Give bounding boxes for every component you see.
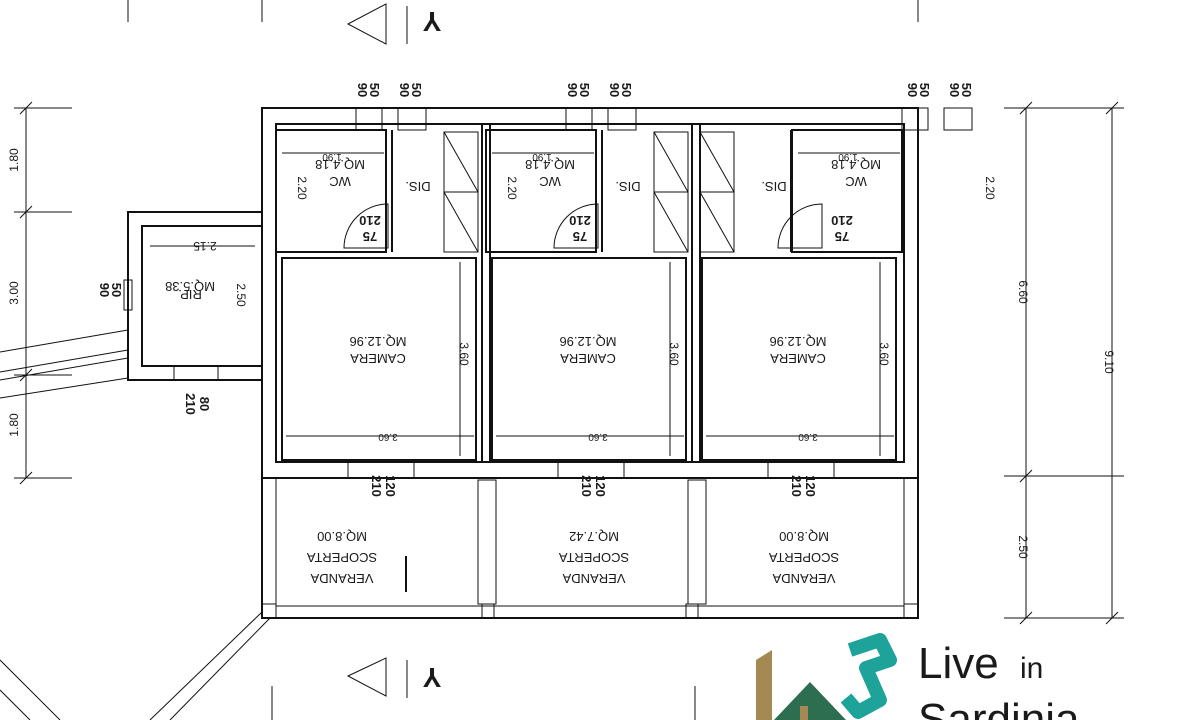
window-b-1: 90 [947,83,962,97]
window-a-2: 50 [577,83,592,97]
entry-dim-2: 120 [383,475,398,497]
veranda-line2: SCOPERTA [769,550,840,565]
north-marker-bottom: Y [422,662,441,693]
camera-area: MQ.12.96 [349,334,406,349]
logo-in-text: in [1020,652,1043,685]
entry-dim-2: 120 [803,475,818,497]
window-b-2: 50 [409,83,424,97]
wc-name: WC [539,174,561,189]
wc-dim-h: 2.20 [295,176,309,200]
wc-dim-w: 1.90 [838,151,858,162]
wc-dim-h: 2.20 [983,176,997,200]
camera-dim-h: 3.60 [667,342,681,366]
dim-right-a: 6.60 [1016,280,1030,304]
window-a-2: 50 [367,83,382,97]
dim-left-b: 3.00 [7,281,21,305]
unit-3: 1.902.20WCMQ.4.18DIS.75210CAMERAMQ.12.96… [699,83,997,586]
camera-dim-h: 3.60 [457,342,471,366]
window-a-1: 90 [355,83,370,97]
wc-area: MQ.4.18 [315,157,365,172]
rip-door-bottom: 210 [183,393,198,415]
camera-room [281,257,477,461]
door-bottom: 210 [569,213,591,228]
window-b-1: 90 [397,83,412,97]
rip-window-top: 50 [109,283,124,297]
logo-live-text: Live [918,639,999,688]
camera-dim-w: 3.60 [588,431,608,442]
dis-label: DIS. [761,179,786,194]
north-marker-top: Y [422,6,441,37]
right-dimension-chain [1004,101,1124,625]
wc-name: WC [329,174,351,189]
dis-label: DIS. [405,179,430,194]
veranda-area: MQ.7.42 [569,529,619,544]
entry-dim-1: 210 [579,475,594,497]
window-a-1: 90 [565,83,580,97]
camera-name: CAMERA [770,351,826,366]
rip-window-bottom: 90 [97,283,112,297]
camera-area: MQ.12.96 [769,334,826,349]
north-arrow-triangle-top [346,3,387,45]
veranda-area [261,477,919,619]
wc-room [485,129,597,253]
veranda-area: MQ.8.00 [317,529,367,544]
wc-area: MQ.4.18 [831,157,881,172]
veranda-line1: VERANDA [772,571,835,586]
window-b-2: 50 [959,83,974,97]
access-paths [0,329,271,720]
door-bottom: 210 [359,213,381,228]
live-in-sardinia-logo: Live in Sardinia [756,633,1080,720]
dim-right-b: 2.50 [1016,535,1030,559]
wc-dim-w: 1.90 [322,151,342,162]
wc-room [275,129,387,253]
camera-name: CAMERA [560,351,616,366]
veranda-area: MQ.8.00 [779,529,829,544]
window-a-1: 90 [905,83,920,97]
dim-left-a: 1.80 [7,148,21,172]
veranda-line1: VERANDA [310,571,373,586]
rip-dim-h: 2.50 [234,283,248,307]
wc-area: MQ.4.18 [525,157,575,172]
wc-dim-h: 2.20 [505,176,519,200]
wc-dim-w: 1.90 [532,151,552,162]
dim-left-c: 1.80 [7,413,21,437]
logo-sardinia-text: Sardinia [918,695,1080,720]
window-b-1: 90 [607,83,622,97]
entry-dim-1: 210 [369,475,384,497]
entry-dim-1: 210 [789,475,804,497]
camera-area: MQ.12.96 [559,334,616,349]
door-bottom: 210 [831,213,853,228]
camera-dim-h: 3.60 [877,342,891,366]
camera-dim-w: 3.60 [798,431,818,442]
entry-dim-2: 120 [593,475,608,497]
dis-label: DIS. [615,179,640,194]
door-top: 75 [573,229,587,244]
left-dimension-chain [14,101,72,485]
camera-room [491,257,687,461]
top-frame-marks [127,0,919,45]
veranda-line2: SCOPERTA [307,550,378,565]
rip-area: MQ.5.38 [165,279,215,294]
veranda-line1: VERANDA [562,571,625,586]
door-top: 75 [363,229,377,244]
window-a-2: 50 [917,83,932,97]
wc-name: WC [845,174,867,189]
storage-annex [123,211,263,381]
north-arrow-triangle-bottom [346,657,387,697]
rip-name: RIP. [178,287,202,302]
camera-name: CAMERA [350,351,406,366]
door-top: 75 [835,229,849,244]
veranda-line2: SCOPERTA [559,550,630,565]
window-b-2: 50 [619,83,634,97]
dim-right-total: 9.10 [1102,350,1116,374]
camera-room [701,257,897,461]
house-logo-icon [756,633,897,720]
camera-dim-w: 3.60 [378,431,398,442]
rip-door-top: 80 [197,397,212,411]
bottom-frame-marks [271,657,696,720]
